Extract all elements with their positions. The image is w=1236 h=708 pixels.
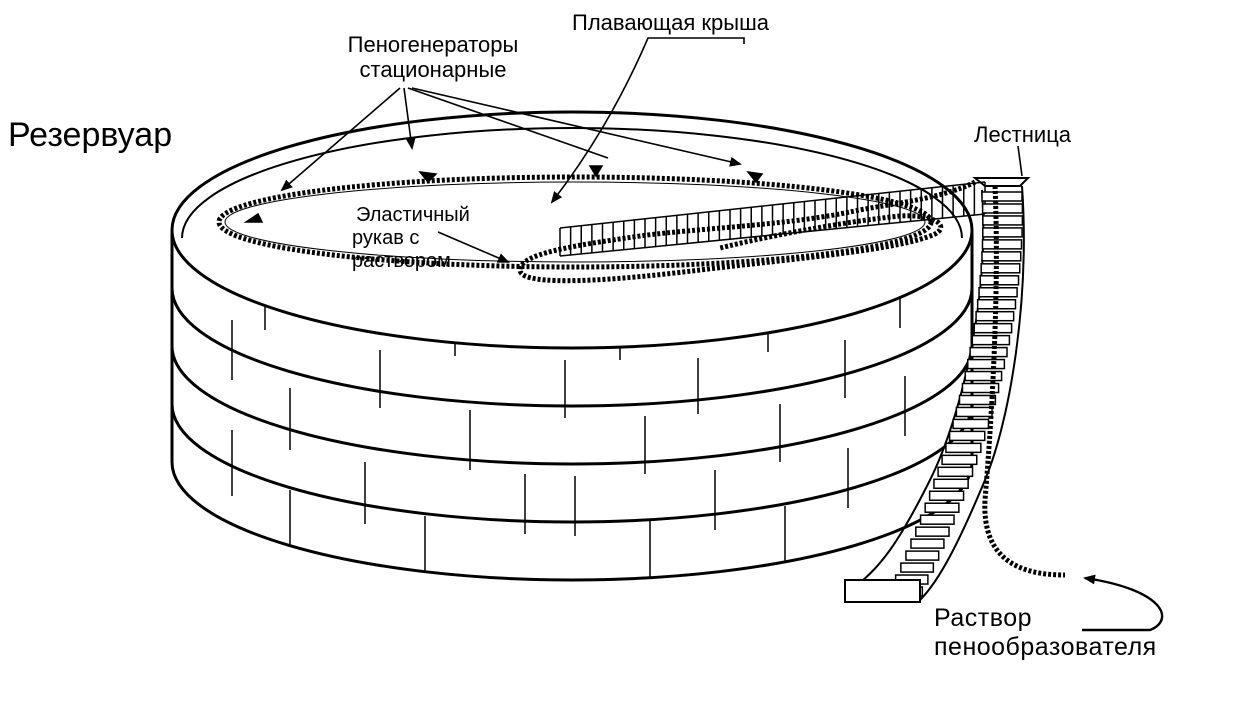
tank-inner-wall: [181, 127, 963, 239]
staircase-step: [945, 442, 982, 454]
staircase-step: [964, 370, 1003, 382]
foam-generator-3: [588, 165, 604, 178]
staircase-step: [969, 346, 1008, 358]
staircase-step: [952, 418, 990, 430]
external-staircase: [844, 177, 1031, 603]
solution-pipe: [982, 185, 1066, 578]
staircase-step: [982, 227, 1023, 238]
label-foam-solution-line2: пенообразователя: [934, 632, 1157, 661]
label-foam-solution: Раствор пенообразователя: [934, 604, 1157, 662]
label-foam-generators-line1: Пеногенераторы: [347, 32, 519, 57]
label-elastic-hose-line1: Эластичный: [356, 204, 470, 226]
label-elastic-hose-line3: раствором: [352, 250, 451, 272]
foam-generator-1: [243, 212, 264, 223]
staircase-step: [941, 454, 978, 466]
staircase-step: [981, 203, 1024, 214]
staircase-bottom-step: [844, 579, 921, 603]
staircase-step: [979, 275, 1020, 286]
foam-generator-2: [418, 171, 438, 184]
staircase-step: [955, 406, 993, 418]
staircase-step: [981, 251, 1022, 262]
leader-lines: [280, 37, 1164, 632]
staircase-step: [958, 394, 997, 406]
elastic-hose-loop: [517, 179, 977, 284]
label-foam-generators-line2: стационарные: [359, 57, 507, 83]
label-floating-roof: Плавающая крыша: [572, 10, 769, 35]
staircase-step: [900, 562, 935, 573]
label-foam-generators: Пеногенераторы стационарные: [328, 32, 538, 83]
floating-roof: [216, 174, 934, 270]
tank-band-3: [170, 403, 974, 524]
tank-rim-back: [170, 110, 974, 231]
label-reservoir: Резервуар: [8, 116, 173, 154]
foam-generator-4: [746, 170, 764, 184]
staircase-step: [982, 215, 1024, 226]
staircase-step: [981, 239, 1023, 250]
staircase-step: [905, 550, 940, 561]
staircase-step: [981, 191, 1023, 202]
staircase-step: [933, 478, 969, 490]
label-elastic-hose-line2: рукав с: [352, 227, 420, 249]
tank-rim-front: [170, 229, 974, 350]
foam-generators: [243, 165, 764, 223]
staircase-step: [919, 514, 955, 525]
staircase-step: [967, 358, 1006, 370]
label-ladder: Лестница: [974, 122, 1072, 147]
floating-roof-edge: [216, 174, 934, 270]
staircase-step: [937, 466, 974, 478]
staircase-step: [924, 502, 960, 513]
plate-seams: [231, 270, 906, 578]
staircase-stringer-outer: [919, 185, 1025, 601]
staircase-step: [915, 526, 950, 537]
staircase-step: [928, 490, 965, 501]
elastic-hose: [517, 179, 977, 284]
staircase-step: [980, 263, 1021, 274]
staircase-step: [971, 334, 1011, 346]
tank-band-1: [170, 287, 974, 408]
tank-band-2: [170, 345, 974, 466]
label-foam-solution-line1: Раствор: [934, 604, 1033, 632]
staircase-step: [910, 538, 945, 549]
staircase-step: [961, 382, 1000, 394]
staircase-step: [948, 430, 986, 442]
label-elastic-hose: Эластичный рукав с раствором: [352, 204, 470, 273]
roof-ladder: [559, 181, 986, 257]
